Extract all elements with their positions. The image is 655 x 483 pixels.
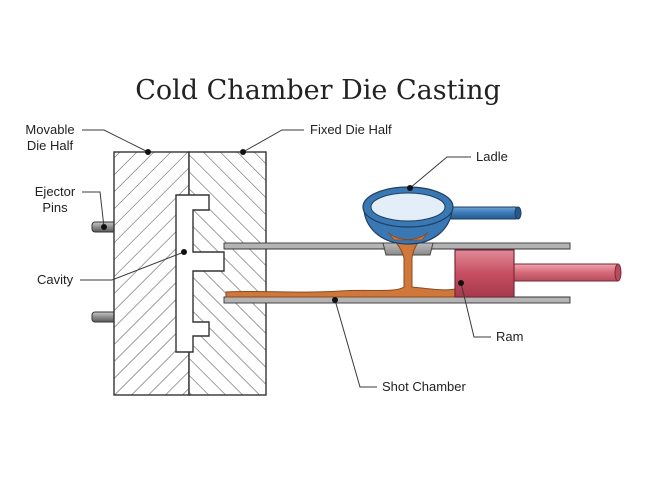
ladle: [362, 186, 522, 245]
ladle-handle: [445, 206, 517, 220]
leader-shot-chamber: [334, 299, 377, 388]
leader-movable-die: [82, 129, 149, 153]
label-fixed-die-half: Fixed Die Half: [310, 122, 392, 137]
leader-ram: [460, 282, 491, 338]
die-cavity: [175, 194, 225, 353]
label-movable-die-half-line2: Die Half: [27, 138, 74, 153]
diagram-title: Cold Chamber Die Casting: [135, 75, 501, 106]
ram-rod: [511, 263, 619, 282]
molten-metal: [225, 237, 456, 298]
ram-assembly: [454, 249, 622, 298]
leader-dots: [101, 149, 464, 303]
ram: [454, 249, 515, 298]
fixed-die-half: [188, 151, 267, 396]
leader-lines: [80, 129, 491, 388]
leader-fixed-die: [242, 129, 304, 153]
label-ram: Ram: [496, 329, 523, 344]
label-shot-chamber: Shot Chamber: [382, 379, 466, 394]
label-ejector-pins-line2: Pins: [42, 200, 68, 215]
label-ejector-pins-line1: Ejector: [35, 184, 76, 199]
label-movable-die-half-line1: Movable: [25, 122, 74, 137]
label-ladle: Ladle: [476, 149, 508, 164]
leader-ejector-pins: [82, 191, 105, 228]
leader-ladle: [409, 156, 471, 189]
leader-cavity: [80, 251, 185, 281]
shot-chamber-bottom-wall: [223, 296, 571, 304]
label-cavity: Cavity: [37, 272, 74, 287]
